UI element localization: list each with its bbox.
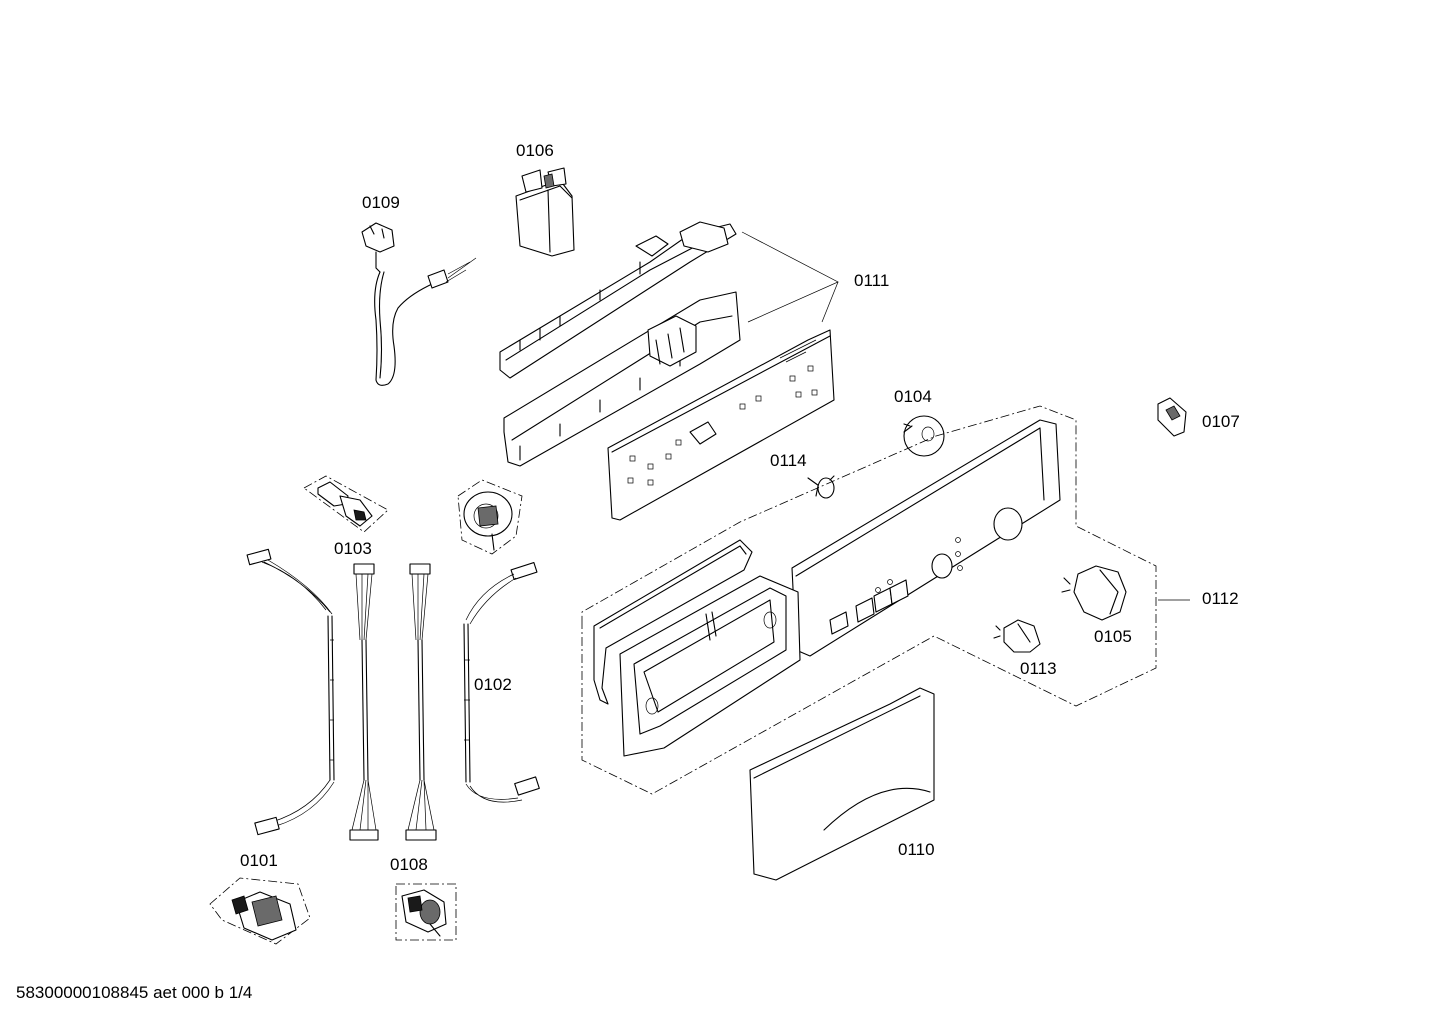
wire-harness-0101[interactable] (246, 548, 335, 836)
part-label-0102: 0102 (474, 675, 512, 694)
sensor-part[interactable] (303, 475, 389, 533)
part-label-0112: 0112 (1202, 589, 1239, 608)
part-label-0113: 0113 (1020, 659, 1057, 678)
knob-part-0105[interactable] (1061, 565, 1127, 621)
filter-part[interactable] (515, 167, 575, 257)
control-module-assembly[interactable] (499, 221, 839, 521)
clip-part[interactable] (1157, 397, 1187, 437)
knob-part-0104[interactable] (903, 415, 945, 457)
part-label-0105: 0105 (1094, 627, 1132, 646)
part-label-0107: 0107 (1202, 412, 1240, 431)
part-label-0104: 0104 (894, 387, 932, 406)
pressure-switch-part[interactable] (457, 479, 523, 555)
wire-harness-0102[interactable] (463, 561, 540, 803)
part-label-0109: 0109 (362, 193, 400, 212)
knob-part-0114[interactable] (807, 475, 835, 499)
part-label-0108: 0108 (390, 855, 428, 874)
knob-part-0113[interactable] (993, 619, 1041, 653)
part-label-0110: 0110 (898, 840, 935, 859)
part-label-0106: 0106 (516, 141, 554, 160)
part-label-0114: 0114 (770, 451, 807, 470)
wire-harness-0108[interactable] (349, 563, 437, 841)
control-panel-assembly[interactable] (581, 405, 1190, 795)
valve-part[interactable] (209, 877, 311, 945)
part-label-0111: 0111 (854, 271, 889, 290)
document-code: 58300000108845 aet 000 b 1/4 (16, 983, 252, 1002)
part-label-0101: 0101 (240, 851, 278, 870)
drawer-front-part[interactable] (749, 687, 935, 881)
power-cord-part[interactable] (361, 222, 477, 386)
part-label-0103: 0103 (334, 539, 372, 558)
pump-part[interactable] (395, 883, 457, 941)
